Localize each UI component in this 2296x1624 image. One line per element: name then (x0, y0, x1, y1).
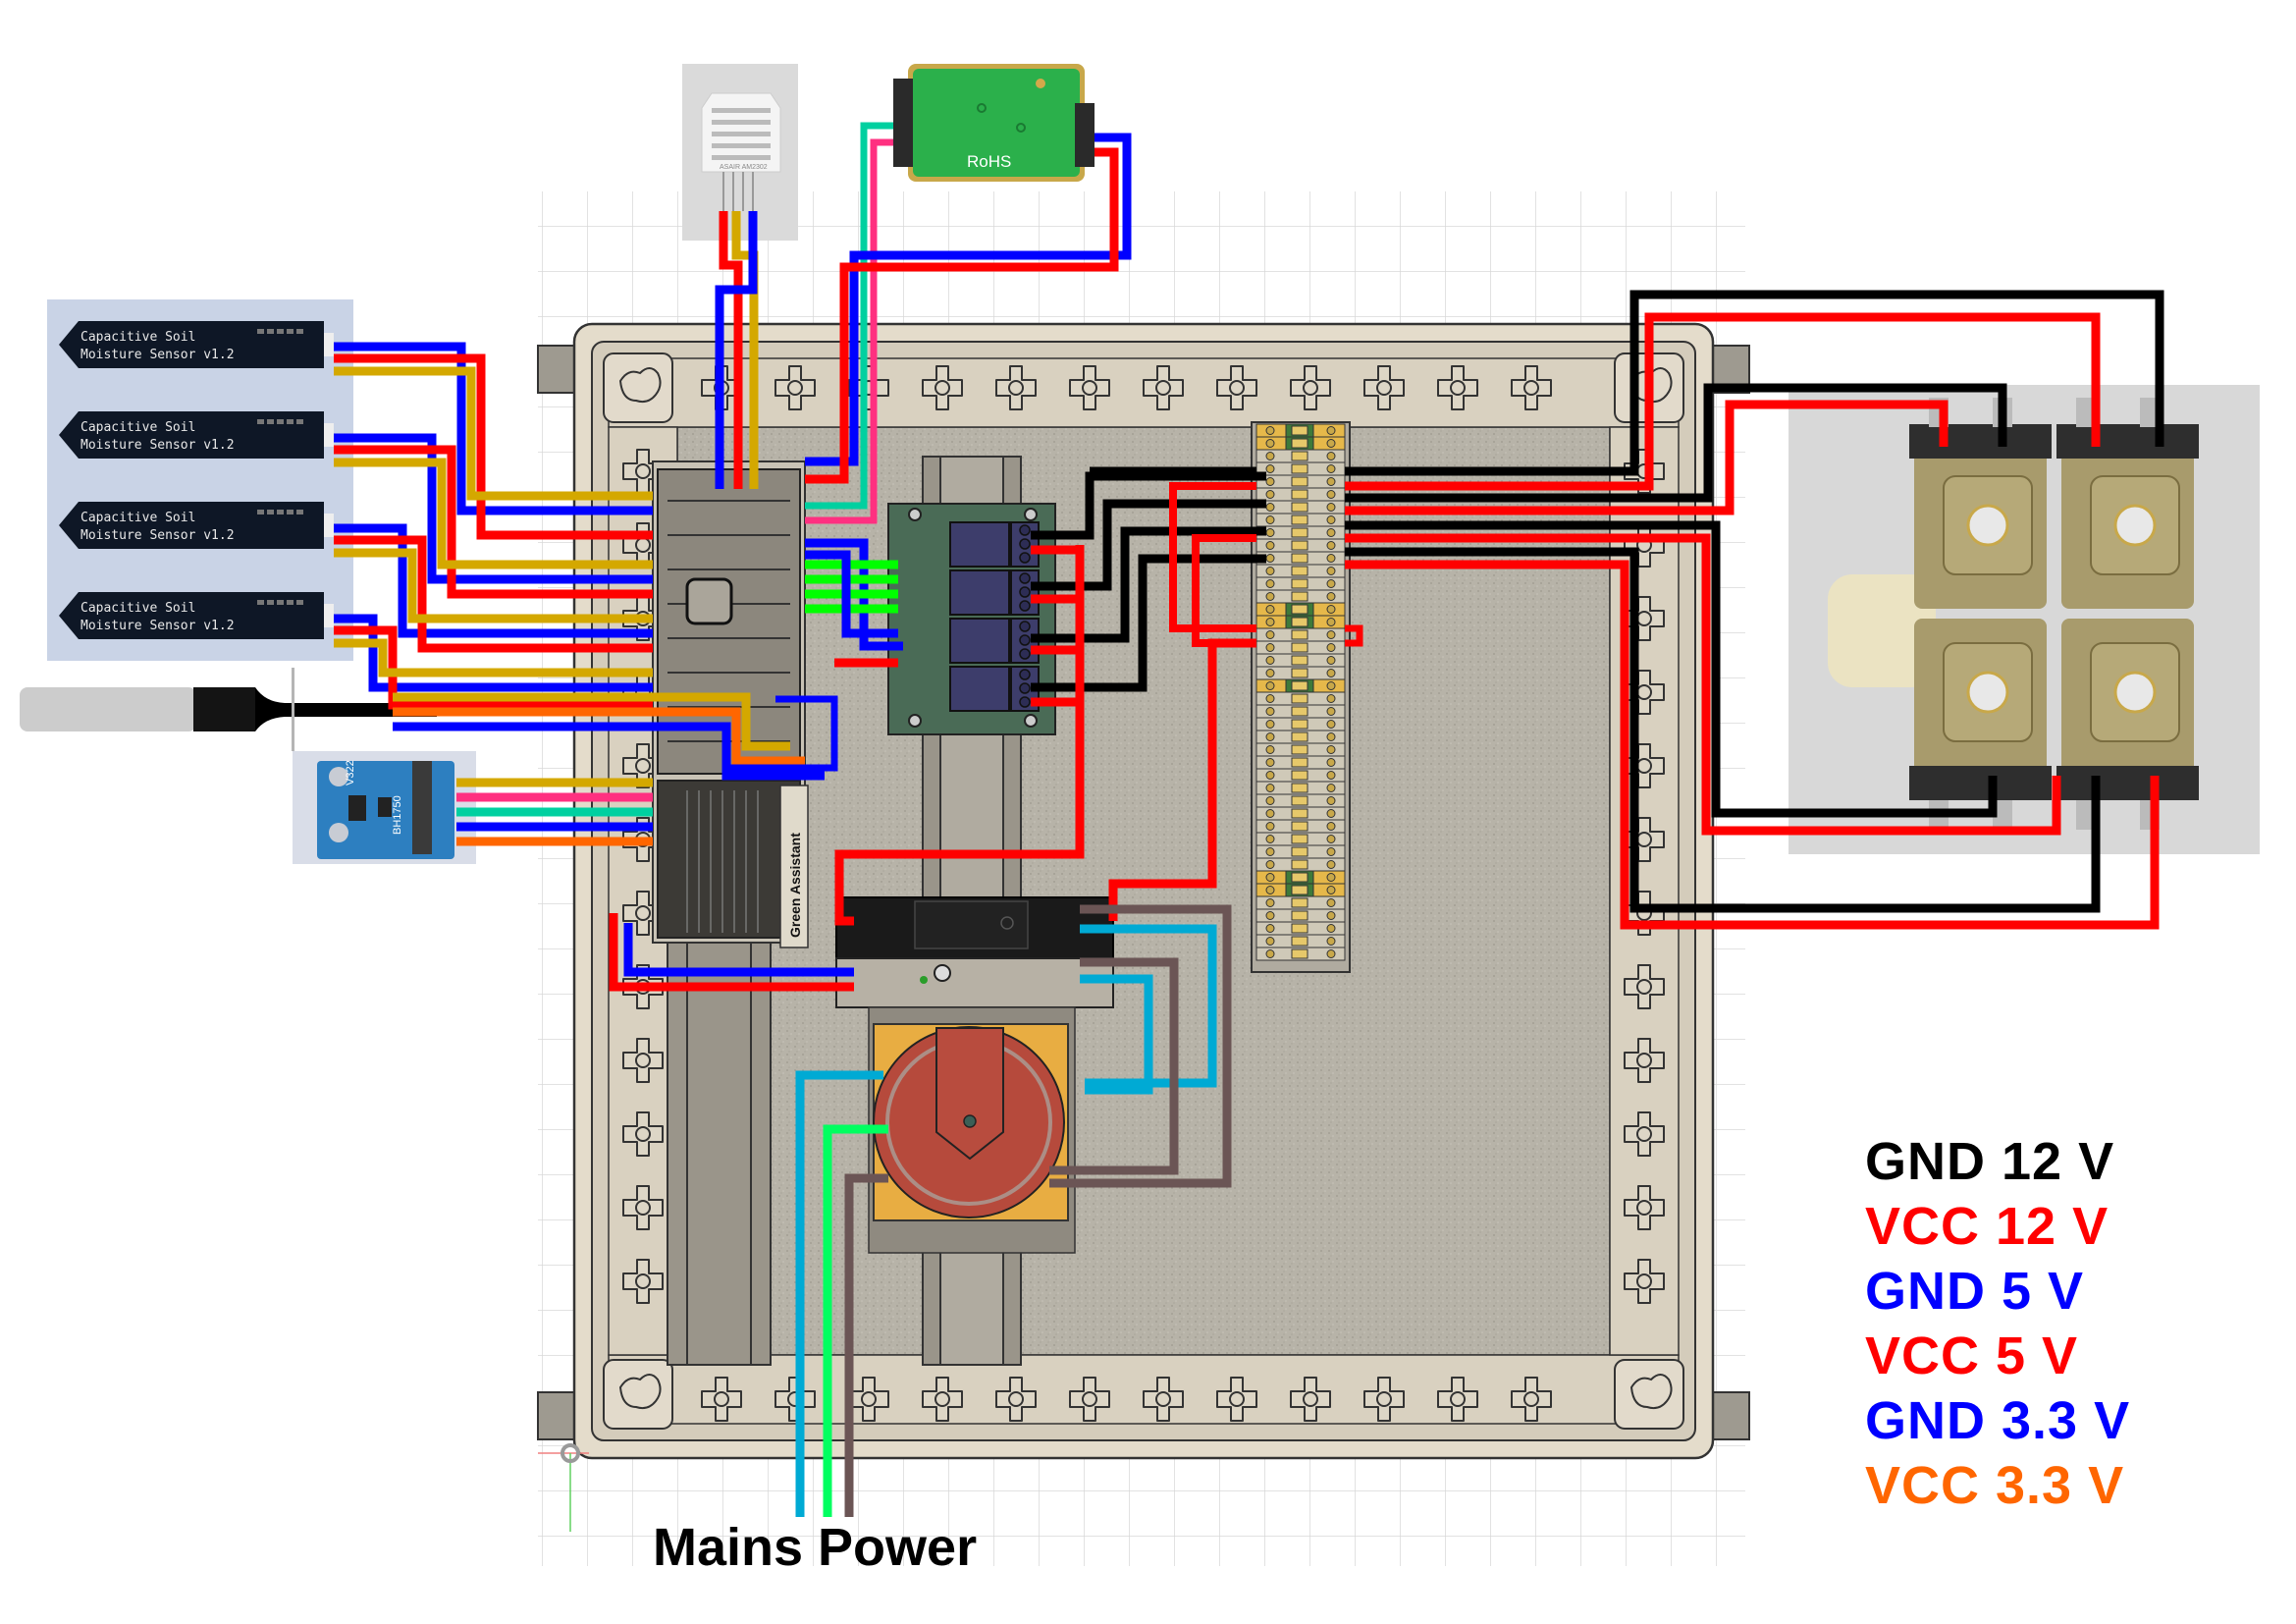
legend-item-vcc-5v: VCC 5 V (1865, 1326, 2079, 1385)
psu-vcc5-wire (609, 913, 854, 992)
legend-item-vcc-12v: VCC 12 V (1865, 1197, 2109, 1256)
wires (334, 122, 2164, 1517)
valve-coil-2 (2056, 398, 2199, 609)
soil-sensor-signal-wire (334, 458, 653, 569)
co2-rx-wire (805, 138, 893, 524)
soil-sensor-label-line1: Capacitive Soil (80, 601, 195, 616)
soil-sensor-signal-wire (334, 548, 653, 623)
soil-sensor-label-line1: Capacitive Soil (80, 511, 195, 525)
soil-sensor-label-line1: Capacitive Soil (80, 330, 195, 345)
legend-item-gnd-3v3: GND 3.3 V (1865, 1391, 2131, 1450)
board-brand-label: Green Assistant (787, 833, 803, 938)
soil-sensor-gnd-wire (334, 433, 653, 584)
relay-com-wire-4 (1031, 554, 1266, 692)
soil-sensor-vcc-wire (334, 445, 653, 599)
valve2-vcc-wire (1345, 400, 1949, 515)
soil-sensor-vcc-wire (334, 625, 653, 710)
soil-sensor-gnd-wire (334, 342, 653, 515)
co2-tx-wire (805, 122, 893, 510)
switch-to-psu-neutral-1 (1049, 957, 1179, 1175)
co2-sensor-rohs-label: RoHS (967, 152, 1011, 171)
origin-marker (538, 1443, 589, 1532)
probe-vcc-wire (393, 707, 805, 766)
probe-signal-wire (393, 692, 790, 751)
dht-gnd-wire (715, 211, 758, 489)
light-sensor-chip-label: BH1750 (392, 795, 403, 835)
main-switch (868, 1006, 1076, 1254)
light-sensor-version-label: V322 (345, 760, 356, 785)
valve3-gnd-wire (1345, 520, 1998, 818)
co2-sensor: RoHS (893, 64, 1095, 182)
light-sensor: BH1750 V322 (293, 751, 476, 864)
relay-module (887, 503, 1056, 735)
mains-power-label: Mains Power (653, 1518, 978, 1577)
valve3-vcc-wire (1345, 533, 2061, 836)
relay-2 (949, 569, 1010, 616)
terminal-strip (1255, 423, 1346, 961)
soil-sensor-gnd-wire (334, 614, 653, 692)
mains-live-wire (795, 1070, 883, 1517)
temperature-probe (20, 668, 437, 751)
power-supply (835, 896, 1114, 1008)
soil-sensor-label-line2: Moisture Sensor v1.2 (80, 619, 235, 633)
soil-sensor-label-line2: Moisture Sensor v1.2 (80, 528, 235, 543)
legend-item-vcc-3v3: VCC 3.3 V (1865, 1456, 2125, 1515)
psu-gnd5-wire (623, 923, 854, 977)
valve2-gnd-wire (1345, 383, 2007, 503)
soil-sensor-signal-wire (334, 366, 653, 501)
strip-feed-vcc (1169, 482, 1256, 632)
relay-4 (949, 666, 1010, 712)
mains-neutral-wire (844, 1173, 888, 1517)
relay-3 (949, 618, 1010, 664)
switch-to-psu-neutral-2 (1049, 904, 1232, 1188)
soil-sensor-label-line1: Capacitive Soil (80, 420, 195, 435)
legend-item-gnd-5v: GND 5 V (1865, 1262, 2085, 1321)
soil-sensor-label-line2: Moisture Sensor v1.2 (80, 348, 235, 362)
soil-sensor-vcc-wire (334, 535, 653, 653)
legend-item-gnd-12v: GND 12 V (1865, 1132, 2115, 1191)
valve-coil-1 (1909, 398, 2052, 609)
valve-coil-3 (1909, 619, 2052, 830)
valve1-gnd-wire (1345, 290, 2164, 476)
dht-vcc-wire (719, 211, 743, 489)
controller-board: Green Assistant (652, 460, 809, 948)
probe-loop-wire-1 (726, 695, 838, 772)
probe-gnd-wire (393, 722, 825, 781)
valve1-vcc-wire (1345, 312, 2101, 491)
legend: GND 12 V VCC 12 V GND 5 V VCC 5 V GND 3.… (1865, 1129, 2130, 1518)
soil-sensor-signal-wire (334, 638, 653, 677)
relay-com-wire-1 (1031, 471, 1266, 540)
humidity-sensor-marking: ASAIR AM2302 (720, 164, 768, 171)
psu-to-strip-wire (1108, 638, 1256, 921)
soil-sensor-gnd-wire (334, 523, 653, 638)
valve4-vcc-wire (1345, 560, 2160, 930)
switch-to-psu-live-2 (1080, 974, 1153, 1095)
relay-com-wire-2 (1031, 499, 1266, 591)
mains-earth-wire (823, 1124, 888, 1517)
relay-gnd-wire-2 (805, 550, 898, 638)
strip-jumper-vcc (1345, 624, 1363, 647)
soil-sensor-vcc-wire (334, 353, 653, 540)
valve-coil-4 (2056, 619, 2199, 830)
soil-sensor-label-line2: Moisture Sensor v1.2 (80, 438, 235, 453)
co2-vcc-wire (805, 147, 1119, 484)
dht-data-wire (731, 211, 759, 489)
solenoid-valves (1789, 385, 2260, 854)
relay-1 (949, 521, 1010, 568)
valve4-gnd-wire (1345, 547, 2101, 913)
